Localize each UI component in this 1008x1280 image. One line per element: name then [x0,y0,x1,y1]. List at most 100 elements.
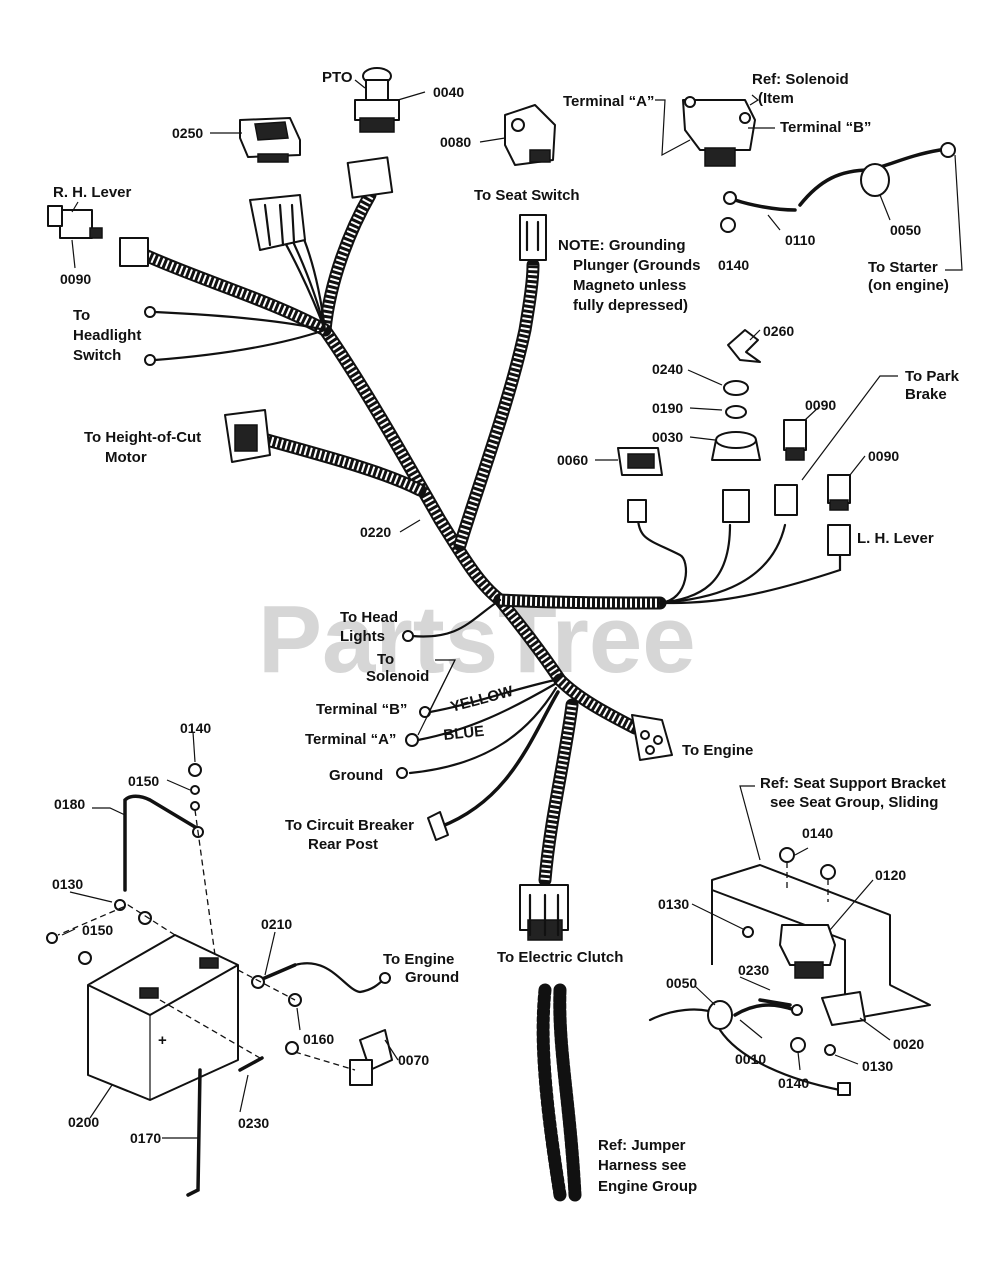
ignition-key-group [711,329,761,523]
label-note-line2: Plunger (Grounds [573,257,701,274]
part-number: 0160 [303,1031,334,1047]
label-to-park-brake-line1: To Park [905,368,960,385]
part-number: 0140 [778,1075,809,1091]
part-number: 0070 [398,1052,429,1068]
label-to-electric-clutch: To Electric Clutch [497,949,623,966]
label-lh-lever: L. H. Lever [857,530,934,547]
label-to-engine-ground-line1: To Engine [383,951,454,968]
part-number: 0180 [54,796,85,812]
part-number: 0230 [738,962,769,978]
part-number: 0060 [557,452,588,468]
seat-switch-connector [519,214,547,261]
label-to-starter-line1: To Starter [868,259,938,276]
label-ref-solenoid-item: (Item [758,90,794,107]
label-terminal-a: Terminal “A” [305,731,396,748]
label-note-line1: NOTE: Grounding [558,237,685,254]
pto-switch [354,67,400,133]
part-number: 0030 [652,429,683,445]
label-to-headlight-line2: Headlight [73,327,141,344]
part-number: 0130 [862,1058,893,1074]
label-to-head-lights-line2: Lights [340,628,385,645]
part-number: 0040 [433,84,464,100]
leader-lines [61,79,963,1139]
label-to-engine: To Engine [682,742,753,759]
lh-lever-switch [827,474,851,556]
label-note-line4: fully depressed) [573,297,688,314]
label-to-circuit-breaker-line1: To Circuit Breaker [285,817,414,834]
label-ref-seat-line1: Ref: Seat Support Bracket [760,775,946,792]
label-to-height-of-cut-line1: To Height-of-Cut [84,429,201,446]
jumper-harness [536,983,582,1202]
part-number: 0140 [718,257,749,273]
label-to-park-brake-line2: Brake [905,386,947,403]
part-number: 0150 [128,773,159,789]
label-ref-seat-line2: see Seat Group, Sliding [770,794,938,811]
label-ground: Ground [329,767,383,784]
svg-text:+: + [158,1032,167,1049]
harness-wires [153,223,842,829]
label-to-engine-ground-line2: Ground [405,969,459,986]
part-number: 0080 [440,134,471,150]
label-note-line3: Magneto unless [573,277,686,294]
electric-clutch-connector [519,884,569,941]
label-pto: PTO [322,69,353,86]
rocker-switch [239,117,301,163]
part-number: 0090 [805,397,836,413]
label-terminal-b: Terminal “B” [316,701,407,718]
part-number: 0260 [763,323,794,339]
part-number: 0020 [893,1036,924,1052]
part-number: 0150 [82,922,113,938]
part-number: 0190 [652,400,683,416]
height-of-cut-connector [224,409,271,463]
label-to-circuit-breaker-line2: Rear Post [308,836,378,853]
part-number: 0230 [238,1115,269,1131]
callout-labels: PTO Ref: Solenoid (Item Terminal “A” Ter… [53,69,960,1195]
label-to-headlight-line3: Switch [73,347,121,364]
part-number: 0050 [890,222,921,238]
hour-meter [617,447,663,523]
park-brake-switch [774,419,807,516]
part-number: 0240 [652,361,683,377]
label-terminal-a-top: Terminal “A” [563,93,654,110]
part-number: 0140 [180,720,211,736]
seat-switch [504,104,556,166]
part-number: 0090 [868,448,899,464]
label-to-solenoid-line1: To [377,651,394,668]
headlight-terminals [144,306,156,366]
label-to-solenoid-line2: Solenoid [366,668,429,685]
solenoid-top [682,96,956,233]
part-number: 0170 [130,1130,161,1146]
part-number: 0200 [68,1114,99,1130]
label-ref-jumper-line2: Harness see [598,1157,686,1174]
rh-lever-switch [47,205,149,267]
part-number: 0220 [360,524,391,540]
part-number: 0140 [802,825,833,841]
label-to-height-of-cut-line2: Motor [105,449,147,466]
label-ref-jumper-line3: Engine Group [598,1178,697,1195]
seat-bracket-group [648,847,931,1096]
part-number: 0010 [735,1051,766,1067]
label-terminal-b-top: Terminal “B” [780,119,871,136]
part-number-labels: 0040 0250 0080 0090 0110 0050 0140 0260 … [52,84,924,1146]
label-rh-lever: R. H. Lever [53,184,132,201]
top-connector [249,156,394,251]
label-to-head-lights-line1: To Head [340,609,398,626]
part-number: 0210 [261,916,292,932]
part-number: 0130 [52,876,83,892]
part-number: 0110 [785,232,816,248]
label-to-starter-line2: (on engine) [868,277,949,294]
label-ref-solenoid: Ref: Solenoid [752,71,849,88]
label-blue-wire: BLUE [443,723,485,744]
part-number: 0250 [172,125,203,141]
label-to-headlight-line1: To [73,307,90,324]
battery-group: + [46,763,393,1197]
main-harness [138,188,667,887]
label-to-seat-switch: To Seat Switch [474,187,580,204]
part-number: 0120 [875,867,906,883]
label-ref-jumper-line1: Ref: Jumper [598,1137,686,1154]
lower-terminals [396,630,449,841]
part-number: 0050 [666,975,697,991]
part-number: 0090 [60,271,91,287]
engine-connector [631,714,673,761]
